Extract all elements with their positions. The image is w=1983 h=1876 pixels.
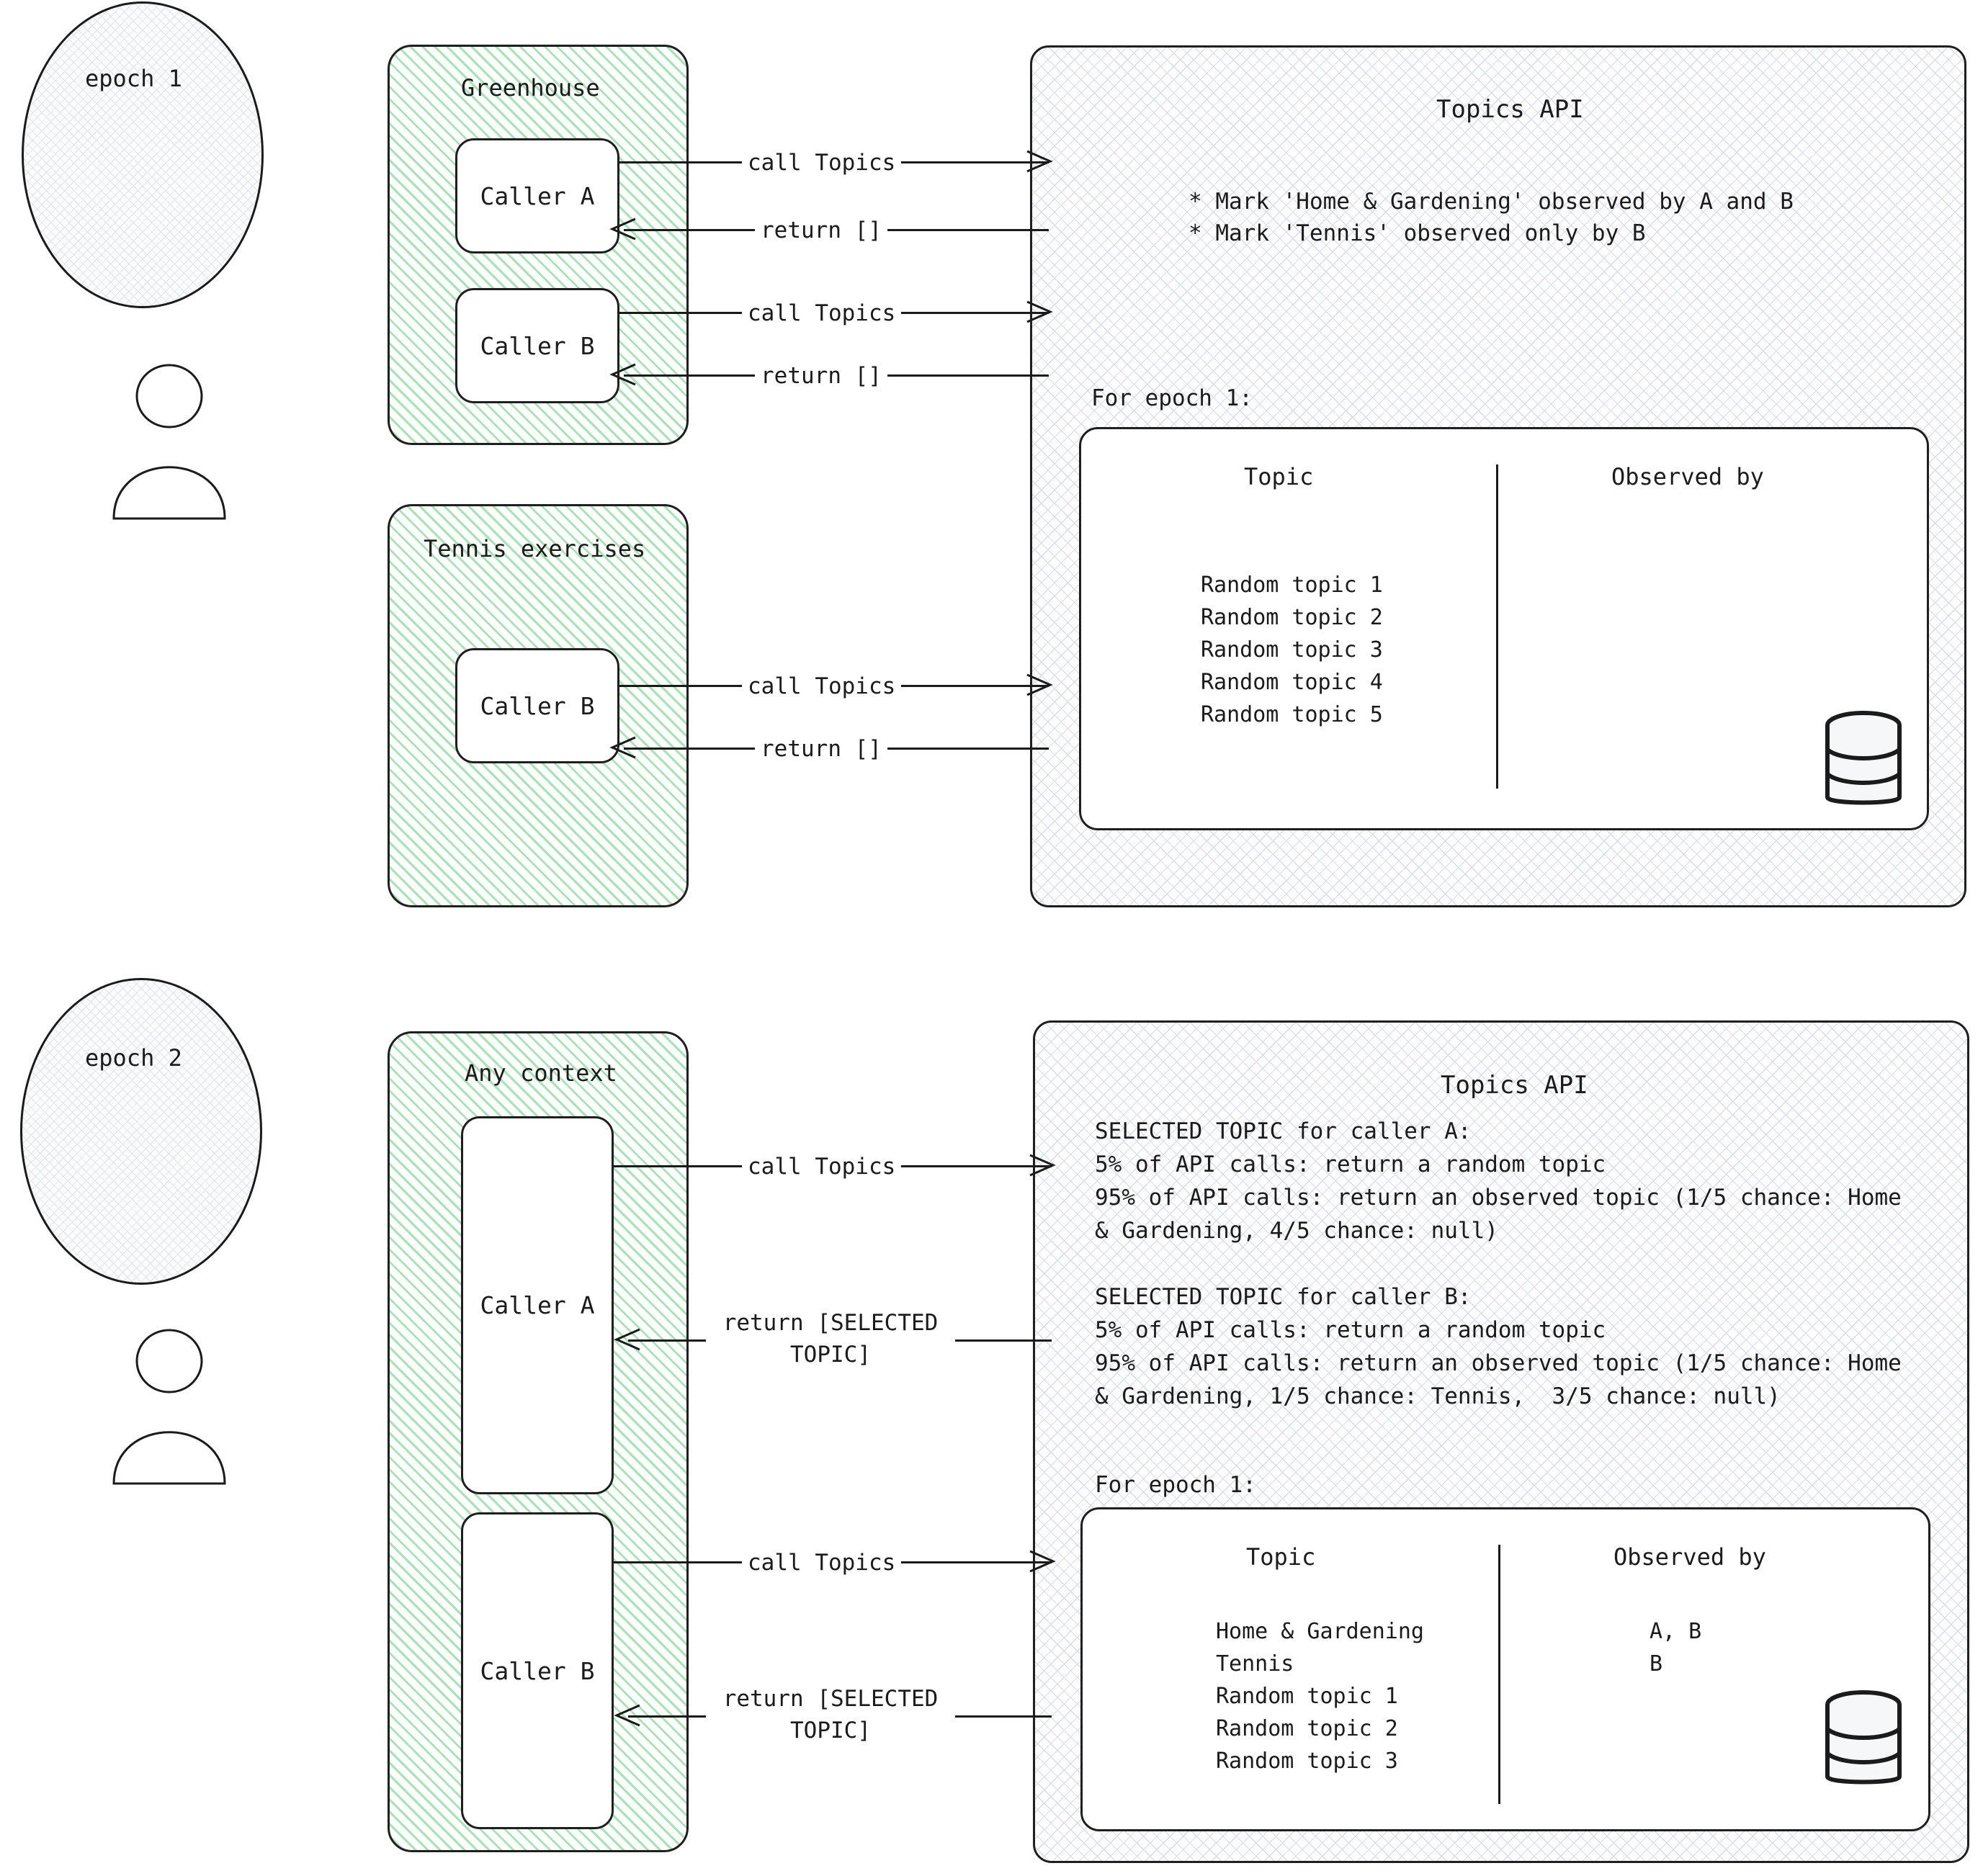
table-row: Random topic 4 [1201, 670, 1383, 695]
arrow-head-left [609, 736, 636, 759]
topics-api-bullet: * Mark 'Tennis' observed only by B [1189, 220, 1646, 246]
table-col-topic: Topic [1244, 463, 1314, 490]
table-col-topic: Topic [1246, 1543, 1316, 1571]
edge-label-return: return [] [755, 360, 887, 392]
table-row: Random topic 3 [1216, 1749, 1398, 1774]
api-paragraph: SELECTED TOPIC for caller B: [1095, 1284, 1472, 1310]
for-epoch-caption: For epoch 1: [1095, 1472, 1256, 1498]
api-paragraph: & Gardening, 4/5 chance: null) [1095, 1218, 1498, 1244]
edge-label-call-topics: call Topics [742, 670, 902, 702]
table-rows-topic: Random topic 1 Random topic 2 Random top… [1201, 569, 1383, 731]
group-tennis-title: Tennis exercises [424, 535, 646, 562]
caller-box-b-tennis[interactable]: Caller B [455, 648, 619, 763]
person-icon [112, 1329, 226, 1485]
table-divider [1496, 464, 1498, 789]
arrow-head-left [614, 1328, 640, 1351]
table-row: Tennis [1216, 1651, 1294, 1677]
edge-label-return: return [] [755, 215, 887, 246]
table-rows-topic: Home & Gardening Tennis Random topic 1 R… [1216, 1615, 1424, 1777]
epoch-2-label: epoch 2 [85, 1044, 182, 1072]
table-row: Random topic 1 [1201, 573, 1383, 598]
caller-label: Caller A [480, 181, 595, 210]
group-greenhouse-title: Greenhouse [461, 74, 600, 102]
table-row: Random topic 2 [1201, 605, 1383, 630]
edge-label-return: return [] [755, 733, 887, 765]
edge-label-call-topics: call Topics [742, 297, 902, 329]
table-row: Random topic 5 [1201, 702, 1383, 727]
caller-label: Caller A [480, 1291, 595, 1319]
table-row: A, B [1649, 1619, 1702, 1644]
api-paragraph: 5% of API calls: return a random topic [1095, 1152, 1606, 1177]
table-col-observed-by: Observed by [1611, 463, 1764, 490]
epoch2-topics-table [1080, 1507, 1930, 1831]
topics-api-rules: SELECTED TOPIC for caller A: 5% of API c… [1095, 1115, 1902, 1413]
api-paragraph: SELECTED TOPIC for caller A: [1095, 1118, 1472, 1144]
api-paragraph-spacer [1095, 1247, 1902, 1280]
arrow-head-left [609, 363, 636, 386]
topics-api-title: Topics API [1436, 95, 1584, 124]
table-row: Random topic 1 [1216, 1684, 1398, 1709]
edge-label-return-selected-topic: return [SELECTED TOPIC] [706, 1307, 955, 1370]
arrow-head-left [614, 1704, 640, 1727]
group-any-context-title: Any context [465, 1059, 617, 1087]
caller-box-a-any-context[interactable]: Caller A [461, 1116, 614, 1494]
arrow-head-right [1026, 673, 1053, 696]
arrow-head-right [1029, 1154, 1056, 1177]
table-rows-observed: A, B B [1649, 1615, 1701, 1680]
table-divider [1498, 1545, 1500, 1804]
table-row: Home & Gardening [1216, 1619, 1424, 1644]
topics-api-title: Topics API [1441, 1071, 1588, 1100]
table-row: Random topic 3 [1201, 637, 1383, 663]
api-paragraph: 95% of API calls: return an observed top… [1095, 1350, 1902, 1376]
api-paragraph: 95% of API calls: return an observed top… [1095, 1185, 1902, 1211]
database-icon [1825, 1690, 1902, 1785]
person-icon [112, 364, 226, 520]
arrow-head-left [609, 217, 636, 241]
edge-label-return-selected-topic: return [SELECTED TOPIC] [706, 1683, 955, 1746]
arrow-head-right [1026, 150, 1053, 173]
for-epoch-caption: For epoch 1: [1091, 385, 1253, 411]
arrow-head-right [1029, 1550, 1056, 1573]
caller-box-b-greenhouse[interactable]: Caller B [455, 288, 619, 403]
database-icon [1825, 711, 1902, 805]
caller-label: Caller B [480, 691, 595, 720]
table-row: B [1649, 1651, 1663, 1677]
caller-box-b-any-context[interactable]: Caller B [461, 1512, 614, 1829]
epoch-2-circle [20, 978, 262, 1285]
epoch-1-circle [22, 1, 264, 308]
caller-box-a-greenhouse[interactable]: Caller A [455, 138, 619, 253]
topics-api-bullet: * Mark 'Home & Gardening' observed by A … [1189, 189, 1794, 215]
edge-label-call-topics: call Topics [742, 1547, 902, 1579]
caller-label: Caller B [480, 1656, 595, 1685]
api-paragraph: & Gardening, 1/5 chance: Tennis, 3/5 cha… [1095, 1383, 1781, 1409]
caller-label: Caller B [480, 331, 595, 360]
table-col-observed-by: Observed by [1613, 1543, 1766, 1571]
api-paragraph: 5% of API calls: return a random topic [1095, 1317, 1606, 1343]
epoch1-topics-table [1079, 427, 1929, 830]
table-row: Random topic 2 [1216, 1716, 1398, 1741]
epoch-1-label: epoch 1 [85, 65, 182, 92]
arrow-head-right [1026, 300, 1053, 323]
edge-label-call-topics: call Topics [742, 147, 902, 179]
edge-label-call-topics: call Topics [742, 1151, 902, 1182]
